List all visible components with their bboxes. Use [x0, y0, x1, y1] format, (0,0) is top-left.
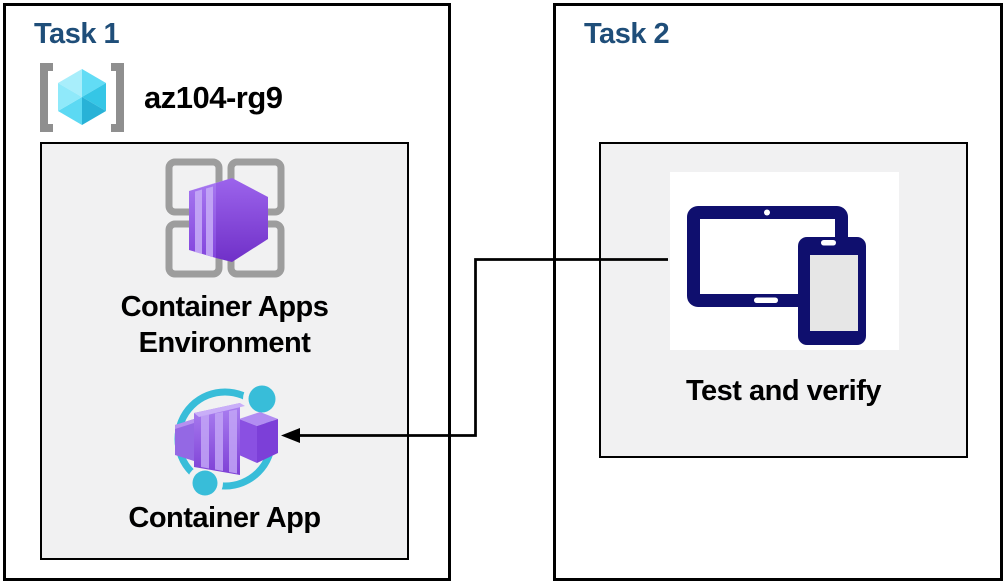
task1-resources-box: Container Apps Environment — [40, 142, 409, 560]
task1-title: Task 1 — [34, 18, 120, 50]
test-devices-panel — [670, 172, 899, 350]
task2-box: Task 2 Test and verify — [553, 3, 1003, 581]
container-app-label: Container App — [128, 502, 321, 534]
container-apps-environment-label: Container Apps Environment — [120, 291, 329, 359]
task1-box: Task 1 az104-rg9 — [3, 3, 451, 581]
task2-resources-box: Test and verify — [599, 142, 968, 458]
container-app-icon — [174, 380, 281, 501]
resource-group-icon — [40, 63, 124, 132]
resource-group: az104-rg9 — [38, 63, 283, 132]
resource-group-name: az104-rg9 — [144, 79, 283, 115]
test-devices-icon — [687, 206, 866, 345]
test-and-verify-label: Test and verify — [685, 375, 882, 407]
task2-title: Task 2 — [584, 18, 670, 50]
container-apps-environment-icon — [165, 158, 284, 278]
